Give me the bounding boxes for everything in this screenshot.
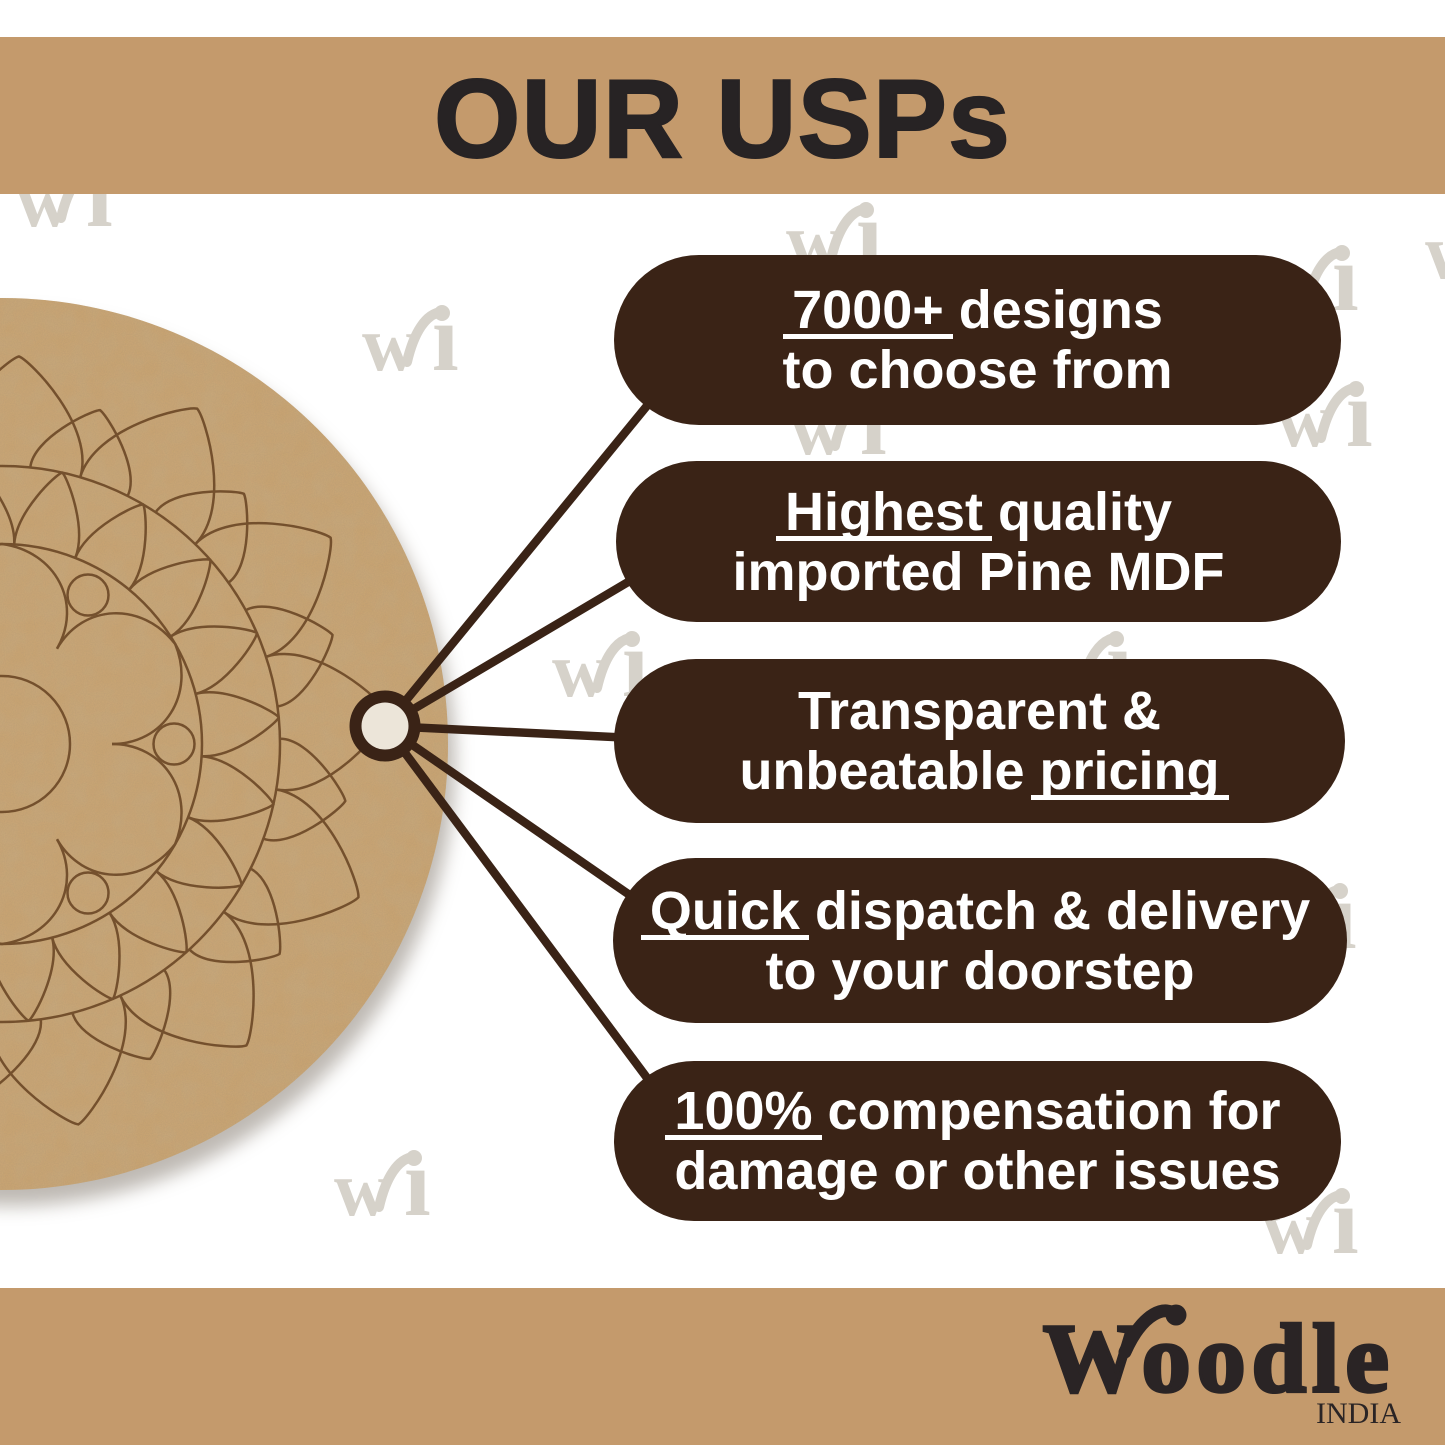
svg-text:Woodle: Woodle: [1043, 1305, 1395, 1413]
svg-text:INDIA: INDIA: [1316, 1397, 1401, 1430]
